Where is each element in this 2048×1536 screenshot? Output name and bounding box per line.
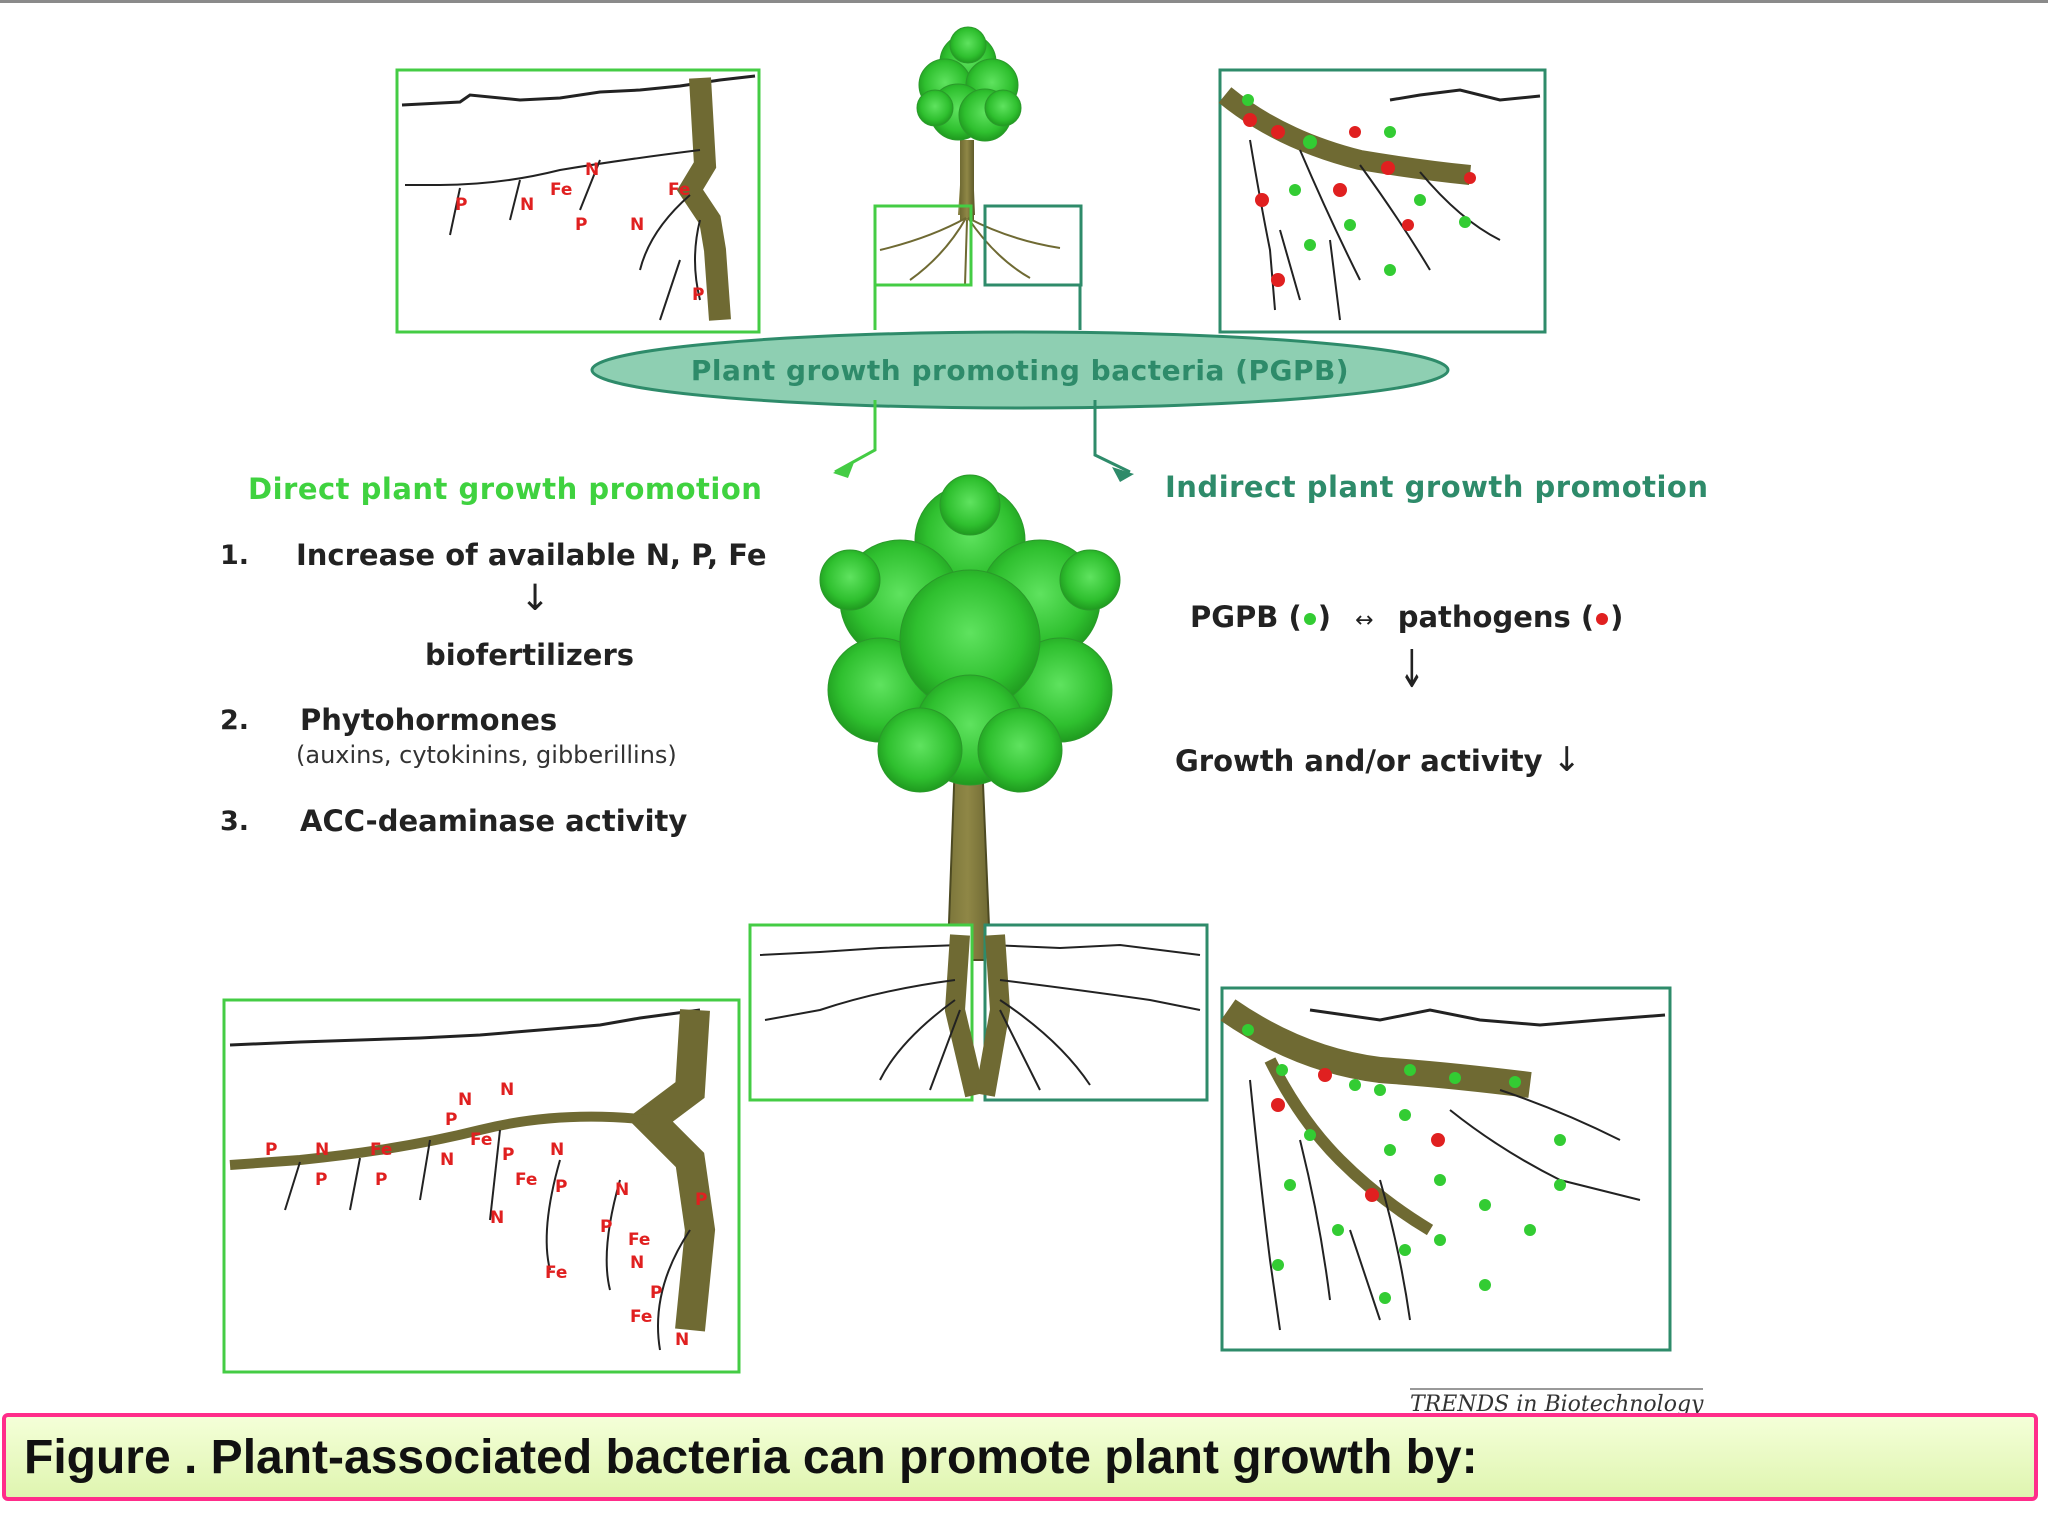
phytohormones-examples: (auxins, cytokinins, gibberillins)	[296, 741, 677, 769]
svg-text:N: N	[315, 1140, 329, 1160]
svg-text:N: N	[630, 1253, 644, 1273]
svg-text:P: P	[695, 1190, 707, 1210]
svg-text:Fe: Fe	[515, 1170, 537, 1190]
direct-item-1-number: 1.	[220, 540, 250, 571]
svg-text:P: P	[575, 215, 587, 235]
svg-text:Fe: Fe	[545, 1263, 567, 1283]
biofertilizers-label: biofertilizers	[425, 638, 635, 672]
figure-caption: Figure . Plant-associated bacteria can p…	[24, 1430, 1478, 1484]
middle-root-panels	[748, 923, 1209, 1102]
svg-text:P: P	[600, 1217, 612, 1237]
svg-text:N: N	[675, 1330, 689, 1350]
svg-text:N: N	[585, 160, 599, 180]
svg-text:N: N	[630, 215, 644, 235]
svg-text:Fe: Fe	[470, 1130, 492, 1150]
direct-item-2-text: Phytohormones	[300, 703, 558, 737]
growth-activity-text: Growth and/or activity	[1175, 744, 1543, 778]
pgpb-dot-icon	[1303, 613, 1316, 625]
svg-text:P: P	[445, 1110, 457, 1130]
decrease-arrow-icon: ↓	[1552, 740, 1582, 780]
pgpb-diagram: P N Fe N P N Fe P	[222, 26, 1672, 1374]
indirect-promotion-heading: Indirect plant growth promotion	[1165, 470, 1709, 504]
exchange-arrow-icon: ↔	[1355, 608, 1374, 633]
svg-text:Fe: Fe	[668, 180, 690, 200]
svg-text:P: P	[502, 1145, 514, 1165]
svg-text:N: N	[440, 1150, 454, 1170]
growth-activity-label: Growth and/or activity ↓	[1175, 740, 1581, 780]
direct-item-2-number: 2.	[220, 705, 250, 736]
bottom-right-root-panel	[1220, 986, 1672, 1352]
top-right-root-panel	[1218, 68, 1547, 334]
svg-text:N: N	[520, 195, 534, 215]
small-tree	[873, 26, 1083, 330]
bottom-left-root-panel: P N Fe P P N P N N Fe P N Fe P N P N P F…	[222, 998, 741, 1374]
svg-text:Fe: Fe	[370, 1140, 392, 1160]
top-border-line	[0, 0, 2048, 3]
top-left-root-panel: P N Fe N P N Fe P	[395, 68, 761, 334]
pgpb-ellipse	[590, 330, 1450, 482]
source-credit: TRENDS in Biotechnology	[1410, 1388, 1704, 1417]
pathogen-dot-icon	[1596, 613, 1609, 625]
svg-text:N: N	[615, 1180, 629, 1200]
pathogens-label: pathogens (	[1397, 600, 1595, 634]
pgpb-close: )	[1317, 600, 1332, 634]
biofertilizer-arrow: ↓	[520, 578, 551, 619]
pgpb-vs-pathogens: PGPB () ↔ pathogens ()	[1190, 600, 1623, 634]
svg-text:P: P	[315, 1170, 327, 1190]
direct-item-3-number: 3.	[220, 806, 250, 837]
svg-text:N: N	[500, 1080, 514, 1100]
svg-text:Fe: Fe	[550, 180, 572, 200]
direct-item-3-text: ACC-deaminase activity	[300, 804, 688, 838]
svg-text:P: P	[265, 1140, 277, 1160]
direct-promotion-heading: Direct plant growth promotion	[248, 472, 763, 506]
svg-text:P: P	[375, 1170, 387, 1190]
svg-text:Fe: Fe	[628, 1230, 650, 1250]
big-tree	[819, 474, 1121, 961]
svg-text:P: P	[455, 195, 467, 215]
svg-text:Fe: Fe	[630, 1307, 652, 1327]
pathogens-close: )	[1610, 600, 1624, 634]
svg-text:P: P	[555, 1177, 567, 1197]
pgpb-ellipse-label: Plant growth promoting bacteria (PGPB)	[690, 353, 1350, 387]
indirect-down-arrow-icon: ↓	[1398, 640, 1425, 700]
svg-text:P: P	[692, 285, 704, 305]
svg-text:N: N	[550, 1140, 564, 1160]
direct-item-1-text: Increase of available N, P, Fe	[296, 538, 767, 572]
figure-caption-box: Figure . Plant-associated bacteria can p…	[2, 1413, 2038, 1501]
svg-text:N: N	[490, 1208, 504, 1228]
svg-text:N: N	[458, 1090, 472, 1110]
svg-text:P: P	[650, 1283, 662, 1303]
pgpb-label: PGPB (	[1190, 600, 1302, 634]
